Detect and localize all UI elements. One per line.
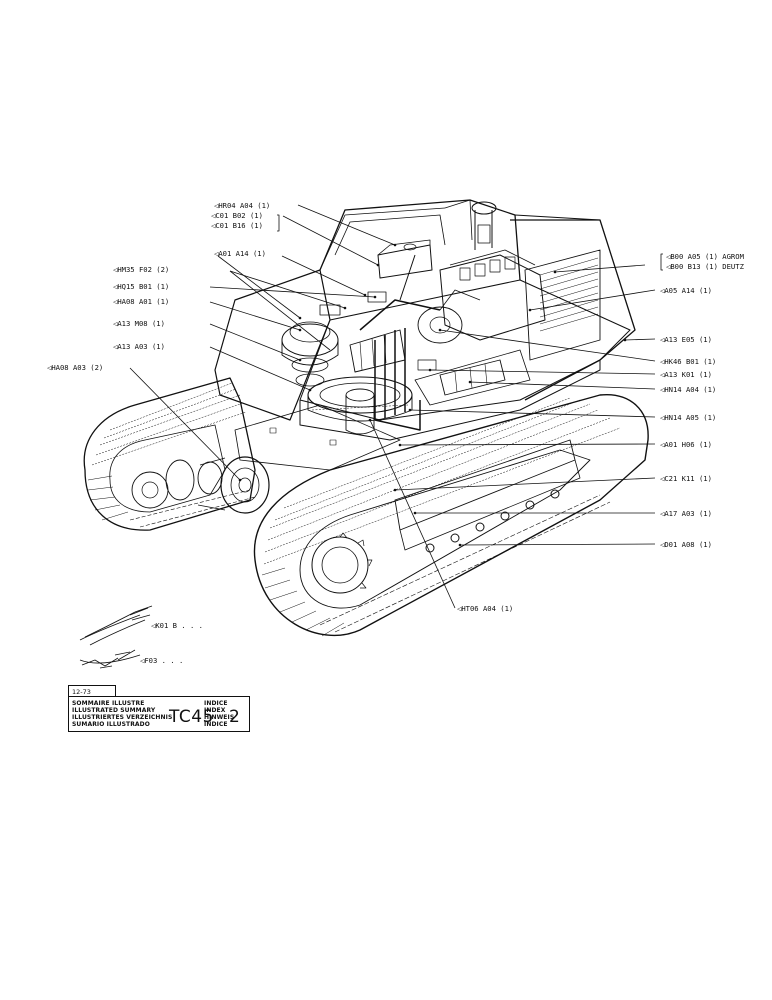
svg-text:◁A13 A03 (1): ◁A13 A03 (1) — [113, 342, 165, 351]
svg-text:◁A13 K01 (1): ◁A13 K01 (1) — [660, 370, 712, 379]
callout-ht06-text: HT06 A04 (1) — [461, 604, 513, 613]
callout-ha08a03-text: HA08 A03 (2) — [51, 363, 103, 372]
callout-c01b16-text: C01 B16 (1) — [215, 221, 263, 230]
callout-hq15-text: HQ15 B01 (1) — [117, 282, 169, 291]
swing-motor — [281, 321, 339, 387]
svg-text:◁HA08 A01 (1): ◁HA08 A01 (1) — [113, 297, 169, 306]
svg-text:◁HQ15 B01 (1): ◁HQ15 B01 (1) — [113, 282, 169, 291]
front-track — [253, 394, 649, 637]
index-label-fr: INDICE — [204, 700, 228, 707]
svg-text:◁A13 M08 (1): ◁A13 M08 (1) — [113, 319, 165, 328]
svg-text:◁A05 A14 (1): ◁A05 A14 (1) — [660, 286, 712, 295]
callout-hn14a05-text: HN14 A05 (1) — [664, 413, 716, 422]
index-label-en: INDEX — [204, 707, 226, 714]
callout-d01a08-text: D01 A08 (1) — [664, 540, 712, 549]
callout-a13k01-text: A13 K01 (1) — [664, 370, 712, 379]
svg-text:◁B00 A05 (1) AGROM: ◁B00 A05 (1) AGROM — [666, 252, 745, 261]
svg-text:◁HR04 A04 (1): ◁HR04 A04 (1) — [214, 201, 270, 210]
hydraulic-lines — [359, 254, 441, 431]
svg-text:◁A01 A14 (1): ◁A01 A14 (1) — [214, 249, 266, 258]
index-value: 2 — [229, 707, 240, 727]
callout-c01b02-text: C01 B02 (1) — [215, 211, 263, 220]
svg-text:◁A17 A03 (1): ◁A17 A03 (1) — [660, 509, 712, 518]
legend-f03-text: F03 . . . — [144, 656, 183, 665]
model-number: TC45 — [169, 707, 214, 727]
legend-icon-cable — [79, 605, 153, 646]
index-label-es: INDICE — [204, 721, 228, 728]
hydraulic-tank — [377, 239, 433, 279]
callout-b00a05-text: B00 A05 (1) AGROM — [670, 252, 744, 261]
engine — [417, 201, 546, 344]
legend-k01-text: K01 B . . . — [155, 621, 203, 630]
svg-text:◁A01 H06 (1): ◁A01 H06 (1) — [660, 440, 712, 449]
svg-text:◁HM35 F02 (2): ◁HM35 F02 (2) — [113, 265, 169, 274]
callout-a01h06-text: A01 H06 (1) — [664, 440, 712, 449]
final-drive — [131, 456, 270, 514]
callout-a13m08-text: A13 M08 (1) — [117, 319, 165, 328]
callout-hm35-text: HM35 F02 (2) — [117, 265, 169, 274]
svg-text:◁K01 B . . .: ◁K01 B . . . — [151, 621, 203, 630]
callout-hr04-text: HR04 A04 (1) — [218, 201, 270, 210]
leader-lines — [129, 204, 656, 609]
filters — [417, 359, 506, 396]
svg-text:◁C21 K11 (1): ◁C21 K11 (1) — [660, 474, 712, 483]
slewing-ring — [307, 376, 413, 435]
svg-text:◁HK46 B01 (1): ◁HK46 B01 (1) — [660, 357, 716, 366]
callout-a13e05-text: A13 E05 (1) — [664, 335, 712, 344]
svg-text:◁D01 A08 (1): ◁D01 A08 (1) — [660, 540, 712, 549]
callout-a17a03-text: A17 A03 (1) — [664, 509, 712, 518]
callout-ha08a01-text: HA08 A01 (1) — [117, 297, 169, 306]
svg-text:◁B00 B13 (1) DEUTZ: ◁B00 B13 (1) DEUTZ — [666, 262, 745, 271]
title-block: 12-73 SOMMAIRE ILLUSTRE ILLUSTRATED SUMM… — [68, 685, 250, 733]
callout-labels: ◁HR04 A04 (1) ◁C01 B02 (1) ◁C01 B16 (1) … — [47, 201, 745, 665]
svg-text:◁HN14 A04 (1): ◁HN14 A04 (1) — [660, 385, 716, 394]
callout-c21k11-text: C21 K11 (1) — [664, 474, 712, 483]
svg-text:◁C01 B16 (1): ◁C01 B16 (1) — [211, 221, 263, 230]
legend-icon-wiring — [79, 649, 141, 669]
callout-hn14a04-text: HN14 A04 (1) — [664, 385, 716, 394]
svg-text:◁HN14 A05 (1): ◁HN14 A05 (1) — [660, 413, 716, 422]
callout-a01a14-text: A01 A14 (1) — [218, 249, 266, 258]
index-label-de: HINWEIS — [204, 714, 235, 721]
title-line-en: ILLUSTRATED SUMMARY — [72, 707, 156, 714]
leader-arrows — [238, 243, 627, 547]
svg-text:◁C01 B02 (1): ◁C01 B02 (1) — [211, 211, 263, 220]
undercarriage — [234, 404, 401, 471]
callout-b00b13-text: B00 B13 (1) DEUTZ — [670, 262, 744, 271]
title-block-main: SOMMAIRE ILLUSTRE ILLUSTRATED SUMMARY IL… — [68, 696, 250, 732]
upper-body — [214, 199, 636, 441]
title-line-fr: SOMMAIRE ILLUSTRE — [72, 700, 145, 707]
title-block-date: 12-73 — [68, 685, 116, 697]
svg-text:◁F03 . . .: ◁F03 . . . — [140, 656, 183, 665]
callout-a13a03-text: A13 A03 (1) — [117, 342, 165, 351]
title-line-es: SUMARIO ILLUSTRADO — [72, 721, 150, 728]
svg-text:◁HT06 A04 (1): ◁HT06 A04 (1) — [457, 604, 513, 613]
svg-text:◁A13 E05 (1): ◁A13 E05 (1) — [660, 335, 712, 344]
callout-a05a14-text: A05 A14 (1) — [664, 286, 712, 295]
title-line-de: ILLUSTRIERTES VERZEICHNIS — [72, 714, 173, 721]
svg-text:◁HA08 A03 (2): ◁HA08 A03 (2) — [47, 363, 103, 372]
callout-hk46-text: HK46 B01 (1) — [664, 357, 716, 366]
callout-hr04: ◁ — [214, 201, 219, 210]
left-track — [83, 377, 256, 531]
